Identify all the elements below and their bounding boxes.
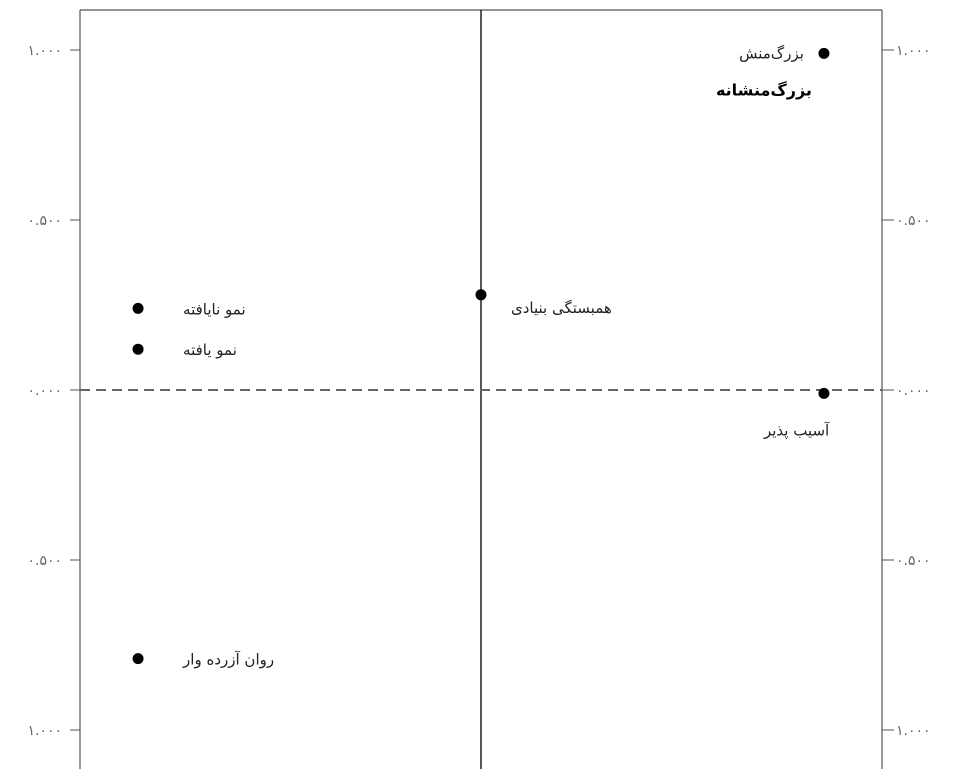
left-tick-label: ۱.۰۰۰ — [27, 43, 62, 59]
left-tick-label: ۱.۰۰۰ — [27, 723, 62, 739]
point-label: آسیب پذیر — [763, 421, 830, 440]
left-tick-label: ۰.۰۰۰ — [27, 383, 62, 399]
left-tick-label: ۰.۵۰۰ — [27, 553, 62, 569]
right-tick-label: ۰.۵۰۰ — [896, 553, 931, 569]
point-label: روان آزرده وار — [182, 651, 274, 669]
point-label: بزرگ‌منش — [739, 44, 804, 62]
data-point — [132, 653, 144, 665]
point-labels: بزرگ‌منش همبستگی بنیادی نمو نایافته نمو یاف… — [182, 44, 830, 668]
left-tick-label: ۰.۵۰۰ — [27, 213, 62, 229]
right-tick-label: ۱.۰۰۰ — [896, 723, 931, 739]
point-label: همبستگی بنیادی — [511, 299, 612, 317]
data-point — [818, 387, 830, 399]
data-point — [818, 47, 830, 59]
right-tick-label: ۰.۰۰۰ — [896, 383, 931, 399]
data-point — [132, 343, 144, 355]
data-point — [475, 289, 487, 301]
annotation-label: بزرگ‌منشانه — [716, 80, 812, 99]
right-tick-label: ۱.۰۰۰ — [896, 43, 931, 59]
point-label: نمو نایافته — [183, 300, 246, 318]
reference-lines — [80, 10, 882, 769]
right-tick-label: ۰.۵۰۰ — [896, 213, 931, 229]
point-label: نمو یافته — [183, 341, 237, 359]
axis-ticks: ۱.۰۰۰ ۱.۰۰۰ ۰.۵۰۰ ۰.۵۰۰ ۰.۰۰۰ ۰.۰۰۰ ۰.۵۰۰ ۰.۵۰۰… — [27, 43, 930, 739]
data-points — [132, 47, 830, 665]
data-point — [132, 302, 144, 314]
